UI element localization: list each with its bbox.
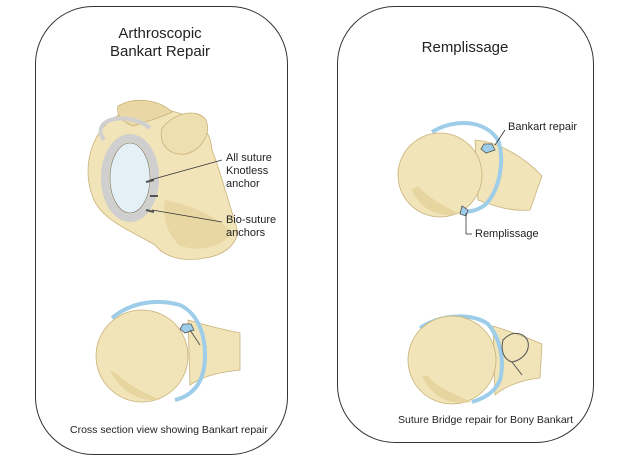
label-line: Knotless xyxy=(226,165,269,177)
suture-bridge-strand xyxy=(511,361,523,376)
humeral-head xyxy=(407,315,497,405)
label-all-suture-knotless-anchor: All suture Knotless anchor xyxy=(226,152,272,191)
left-title-line1: Arthroscopic xyxy=(118,25,202,42)
leader-line-bio-suture xyxy=(151,209,223,223)
label-bankart-repair: Bankart repair xyxy=(508,121,578,133)
right-caption: Suture Bridge repair for Bony Bankart xyxy=(398,414,574,426)
humeral-head-shade xyxy=(412,186,460,215)
humeral-head-shade xyxy=(422,376,472,403)
label-bio-suture-anchors: Bio-suture anchors xyxy=(226,214,276,240)
bone-shadow xyxy=(164,200,232,249)
glenoid-face-illustration xyxy=(87,99,239,260)
suture-bridge-illustration xyxy=(407,314,543,405)
label-remplissage: Remplissage xyxy=(475,228,539,240)
humeral-head-shade xyxy=(110,370,160,401)
labrum-arc xyxy=(430,120,504,214)
left-cross-section xyxy=(95,299,241,403)
anchor-markers xyxy=(145,179,158,213)
left-title: Arthroscopic Bankart Repair xyxy=(95,25,225,61)
label-line: Bio-suture xyxy=(226,214,277,226)
left-title-line2: Bankart Repair xyxy=(109,43,211,60)
glenoid-neck xyxy=(187,319,241,386)
label-line: anchors xyxy=(226,227,266,239)
left-caption: Cross section view showing Bankart repai… xyxy=(70,424,268,436)
leader-line-bankart xyxy=(494,129,506,146)
anchor-line xyxy=(189,329,201,346)
glenoid-labrum xyxy=(101,134,159,222)
remplissage-illustration xyxy=(397,120,543,235)
anchor-mark xyxy=(145,209,155,213)
leader-line-all-suture xyxy=(149,159,223,181)
anchor-mark xyxy=(145,179,155,183)
label-line: All suture xyxy=(226,152,272,164)
coracoid xyxy=(160,112,208,155)
suture-bridge-loop xyxy=(501,333,529,363)
repair-knot xyxy=(480,143,496,154)
glenoid-cartilage xyxy=(109,142,151,214)
humeral-head xyxy=(95,309,189,403)
suture-strand xyxy=(98,116,152,142)
right-title: Remplissage xyxy=(421,39,509,56)
labrum-arc xyxy=(110,299,208,402)
label-line: anchor xyxy=(226,178,260,190)
